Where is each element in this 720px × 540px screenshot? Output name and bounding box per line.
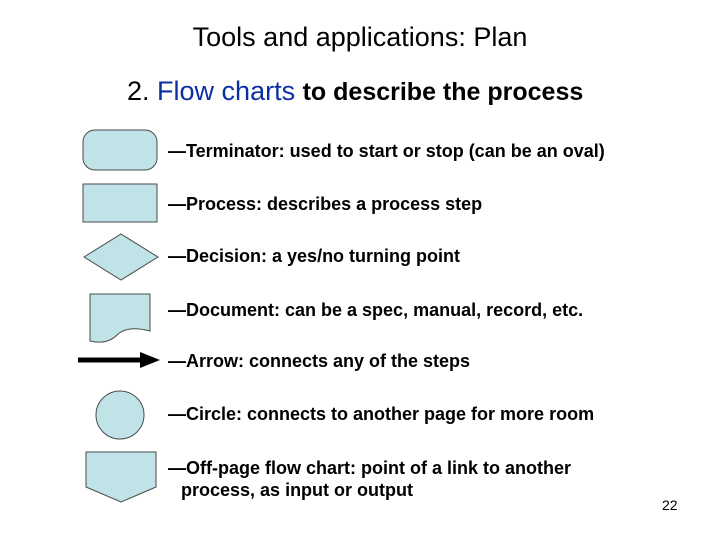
decision-shape <box>83 233 159 281</box>
document-description: —Document: can be a spec, manual, record… <box>168 300 584 320</box>
subtitle-accent: Flow charts <box>157 76 296 106</box>
off-page-description-line2: process, as input or output <box>181 480 414 500</box>
page-number: 22 <box>662 497 678 513</box>
slide-subtitle: 2. Flow charts to describe the process <box>127 76 583 107</box>
process-description: —Process: describes a process step <box>168 194 483 214</box>
off-page-description: —Off-page flow chart: point of a link to… <box>168 458 571 478</box>
slide-title: Tools and applications: Plan <box>192 22 528 52</box>
document-shape <box>89 293 151 343</box>
subtitle-number: 2. <box>127 76 150 106</box>
arrow-description: —Arrow: connects any of the steps <box>168 351 471 371</box>
circle-shape <box>95 390 145 440</box>
terminator-description: —Terminator: used to start or stop (can … <box>168 141 605 161</box>
decision-description: —Decision: a yes/no turning point <box>168 246 461 266</box>
off-page-shape <box>85 451 157 503</box>
process-shape <box>82 183 158 223</box>
circle-description: —Circle: connects to another page for mo… <box>168 404 595 424</box>
terminator-shape <box>82 129 158 171</box>
subtitle-rest: to describe the process <box>302 78 584 106</box>
arrow-shape <box>78 352 160 368</box>
